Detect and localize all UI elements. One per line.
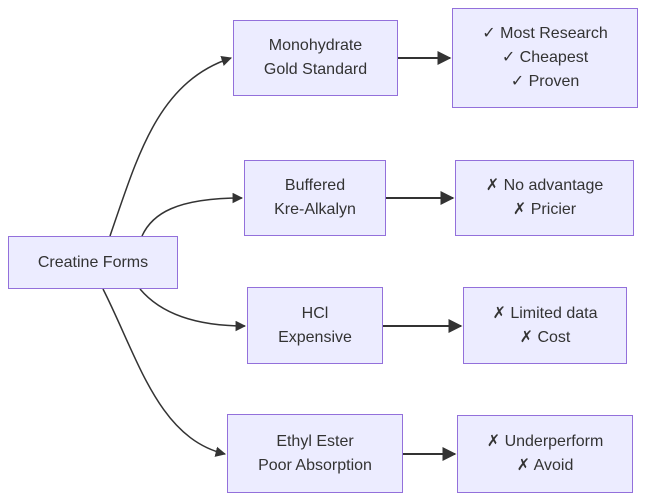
edge-root-to-hcl bbox=[139, 288, 247, 332]
edge-root-to-ethyl-ester bbox=[102, 288, 227, 457]
result-line: ✗ Avoid bbox=[516, 457, 574, 474]
node-label-line: Buffered bbox=[284, 177, 346, 194]
result-line: ✓ Cheapest bbox=[501, 49, 589, 66]
node-label-line: Poor Absorption bbox=[258, 456, 372, 474]
node-label: Creatine Forms bbox=[37, 253, 149, 271]
result-line: ✗ Pricier bbox=[512, 201, 577, 218]
result-line: ✓ Most Research bbox=[482, 25, 608, 42]
node-label-line: Ethyl Ester bbox=[276, 432, 354, 450]
node-hcl: HCl Expensive bbox=[247, 287, 383, 364]
node-buffered: Buffered Kre-Alkalyn bbox=[244, 160, 386, 236]
node-hcl-result: ✗ Limited data ✗ Cost bbox=[463, 287, 627, 364]
node-monohydrate: Monohydrate Gold Standard bbox=[233, 20, 398, 96]
node-label-line: Monohydrate bbox=[268, 37, 363, 54]
node-creatine-forms: Creatine Forms bbox=[8, 236, 178, 289]
node-ethyl-ester-result: ✗ Underperform ✗ Avoid bbox=[457, 415, 633, 493]
node-label-line: Gold Standard bbox=[263, 61, 368, 78]
result-line: ✗ Underperform bbox=[486, 433, 604, 450]
result-line: ✗ No advantage bbox=[485, 177, 604, 194]
node-monohydrate-result: ✓ Most Research ✓ Cheapest ✓ Proven bbox=[452, 8, 638, 108]
result-line: ✗ Cost bbox=[519, 328, 571, 346]
result-line: ✓ Proven bbox=[510, 73, 580, 90]
node-label-line: HCl bbox=[301, 304, 329, 322]
node-ethyl-ester: Ethyl Ester Poor Absorption bbox=[227, 414, 403, 493]
result-line: ✗ Limited data bbox=[492, 304, 598, 322]
node-buffered-result: ✗ No advantage ✗ Pricier bbox=[455, 160, 634, 236]
edge-root-to-monohydrate bbox=[109, 55, 232, 237]
edge-root-to-buffered bbox=[141, 192, 244, 237]
node-label-line: Expensive bbox=[278, 328, 352, 346]
node-label-line: Kre-Alkalyn bbox=[274, 201, 356, 218]
